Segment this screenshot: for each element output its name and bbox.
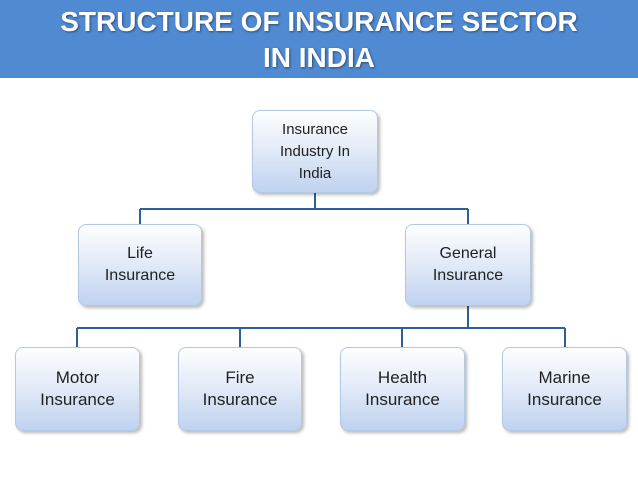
node-label: Life Insurance <box>104 245 176 284</box>
node-label: Insurance Industry In India <box>279 120 351 182</box>
node-insurance-industry-in-india: Insurance Industry In India <box>252 110 378 193</box>
title-banner: STRUCTURE OF INSURANCE SECTOR IN INDIA <box>0 0 638 78</box>
node-label: Marine Insurance <box>527 368 602 409</box>
node-fire-insurance: Fire Insurance <box>178 347 302 431</box>
node-label: Health Insurance <box>365 368 440 409</box>
node-health-insurance: Health Insurance <box>340 347 465 431</box>
node-label: General Insurance <box>432 245 504 284</box>
node-motor-insurance: Motor Insurance <box>15 347 140 431</box>
slide-title-line-1: STRUCTURE OF INSURANCE SECTOR <box>60 6 578 37</box>
node-marine-insurance: Marine Insurance <box>502 347 627 431</box>
node-label: Motor Insurance <box>40 368 115 409</box>
node-life-insurance: Life Insurance <box>78 224 202 306</box>
slide-title-line-2: IN INDIA <box>263 42 375 73</box>
node-general-insurance: General Insurance <box>405 224 531 306</box>
node-label: Fire Insurance <box>202 368 278 409</box>
